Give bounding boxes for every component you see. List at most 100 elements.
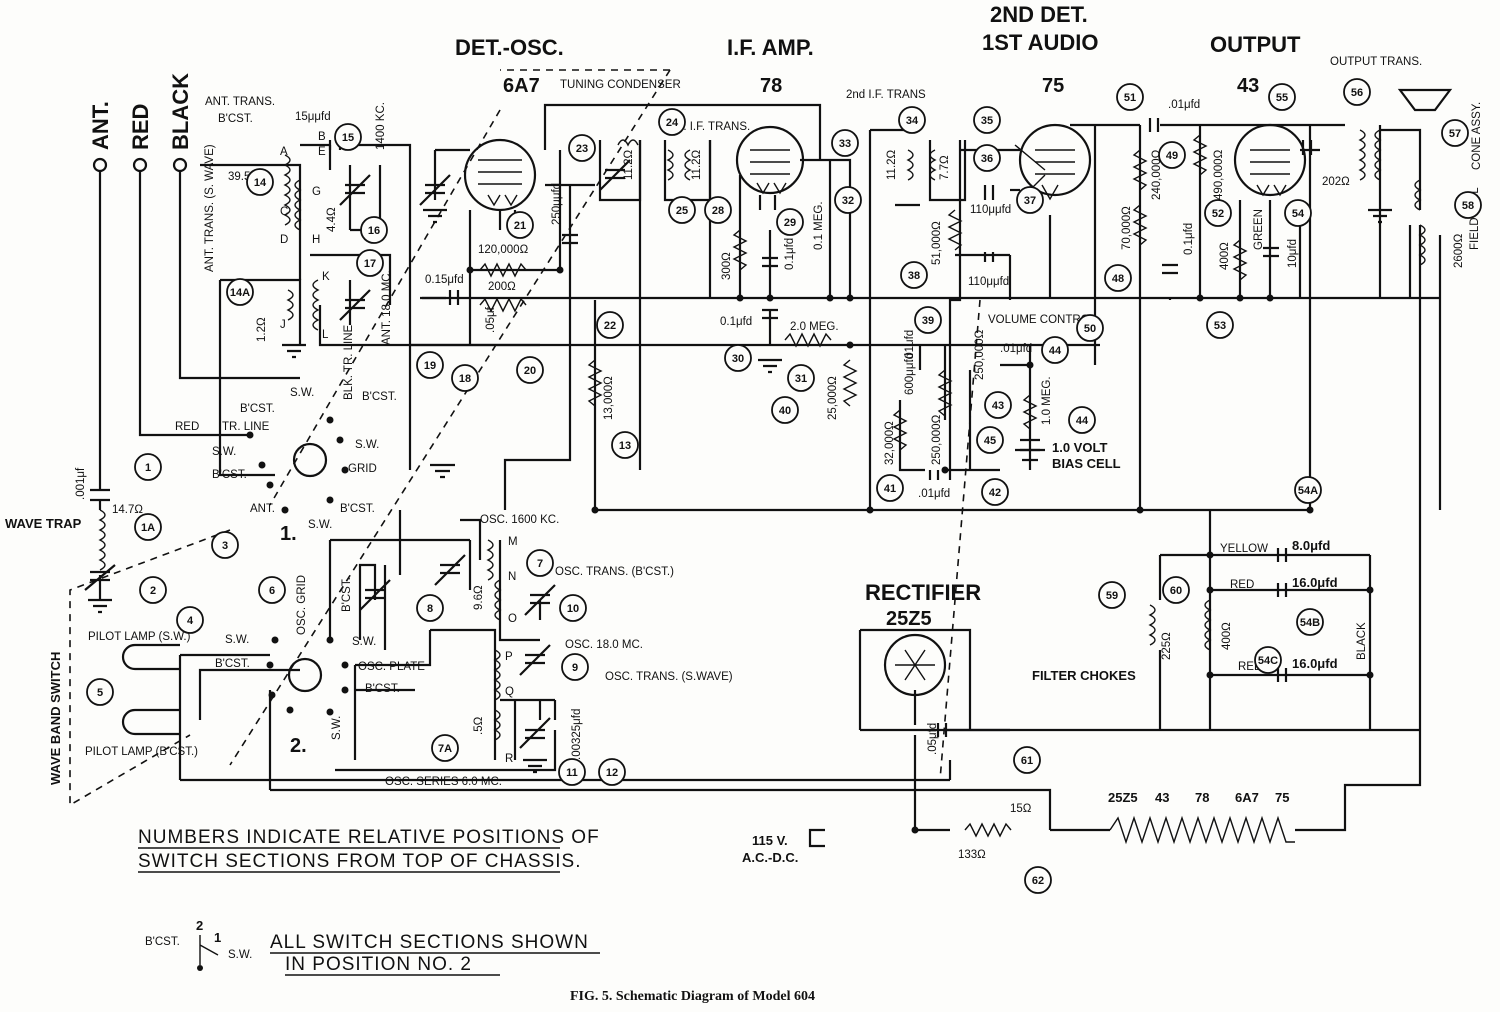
label-bcst-switch2-left: B'CST. bbox=[215, 658, 250, 670]
callout-11: 11 bbox=[558, 758, 586, 786]
label-switch-section-2: 2. bbox=[290, 735, 307, 757]
callout-label: 12 bbox=[606, 767, 618, 779]
label-cap-015: 0.15μfd bbox=[425, 274, 464, 286]
label-r-400b: 400Ω bbox=[1221, 622, 1233, 650]
callout-32: 32 bbox=[834, 186, 862, 214]
callout-12: 12 bbox=[598, 758, 626, 786]
label-osc-plate: OSC. PLATE bbox=[358, 661, 425, 673]
callout-label: 1A bbox=[141, 522, 155, 534]
letter-d: D bbox=[280, 234, 288, 246]
label-cap-05: .05μf bbox=[485, 306, 497, 333]
label-r-2600: 2600Ω bbox=[1453, 233, 1465, 268]
callout-label: 20 bbox=[524, 365, 536, 377]
callout-38: 38 bbox=[900, 261, 928, 289]
callout-label: 14 bbox=[254, 177, 267, 189]
callout-label: 35 bbox=[981, 115, 993, 127]
label-wave-trap: WAVE TRAP bbox=[5, 516, 82, 531]
label-r-1meg: 1.0 MEG. bbox=[1041, 376, 1053, 425]
grounds bbox=[88, 208, 1392, 774]
coil-letters: A C D B E G H J K L M N O P Q R bbox=[280, 131, 518, 765]
callout-31: 31 bbox=[787, 364, 815, 392]
label-grid-switch1: GRID bbox=[348, 463, 377, 475]
note-all-switch-line2: IN POSITION NO. 2 bbox=[285, 954, 472, 975]
tube-78-symbol bbox=[735, 125, 805, 195]
callout-60: 60 bbox=[1162, 576, 1190, 604]
callout-55: 55 bbox=[1268, 83, 1296, 111]
callout-label: 54 bbox=[1292, 208, 1305, 220]
callout-label: 5 bbox=[97, 687, 103, 699]
callout-label: 7 bbox=[537, 558, 543, 570]
label-r-14-7: 14.7Ω bbox=[112, 504, 143, 516]
label-r-70k: 70,000Ω bbox=[1121, 206, 1133, 250]
callout-label: 30 bbox=[732, 353, 744, 365]
label-heater-6a7: 6A7 bbox=[1235, 790, 1259, 805]
label-filter-chokes: FILTER CHOKES bbox=[1032, 668, 1136, 683]
letter-g: G bbox=[312, 186, 321, 198]
label-cone-assy: CONE ASSY. bbox=[1471, 102, 1483, 170]
callout-label: 3 bbox=[222, 540, 228, 552]
tube-label-6a7: 6A7 bbox=[503, 75, 540, 97]
callout-18: 18 bbox=[451, 364, 479, 392]
callout-label: 9 bbox=[572, 662, 578, 674]
callout-35: 35 bbox=[973, 106, 1001, 134]
callout-label: 10 bbox=[567, 603, 579, 615]
label-ant-trans-sw: ANT. TRANS. (S. WAVE) bbox=[204, 144, 216, 272]
label-cap-00325: .00325μfd bbox=[571, 709, 583, 760]
callout-label: 54B bbox=[1300, 617, 1320, 629]
tube-type-labels: 6A7 78 75 43 25Z5 bbox=[503, 75, 1259, 630]
callout-34: 34 bbox=[898, 106, 926, 134]
callout-label: 4 bbox=[187, 615, 194, 627]
letter-a: A bbox=[280, 146, 288, 158]
callout-13: 13 bbox=[611, 431, 639, 459]
note-all-switch-line1: ALL SWITCH SECTIONS SHOWN bbox=[270, 932, 589, 953]
callout-label: 61 bbox=[1021, 755, 1033, 767]
speaker-and-bias-cell bbox=[808, 88, 1453, 848]
callout-10: 10 bbox=[559, 594, 587, 622]
label-sw-switch1-left: S.W. bbox=[212, 446, 236, 458]
tube-25z5-symbol bbox=[883, 633, 947, 697]
callout-59: 59 bbox=[1098, 581, 1126, 609]
letter-o: O bbox=[508, 613, 517, 625]
callout-45: 45 bbox=[976, 426, 1004, 454]
callout-56: 56 bbox=[1343, 78, 1371, 106]
callout-label: 28 bbox=[712, 205, 724, 217]
label-ant-trans: ANT. TRANS. bbox=[205, 96, 275, 108]
callout-label: 34 bbox=[906, 115, 919, 127]
callout-label: 11 bbox=[566, 767, 578, 779]
legend-bcst: B'CST. bbox=[145, 936, 180, 948]
label-r-202: 202Ω bbox=[1322, 176, 1350, 188]
callout-label: 54C bbox=[1258, 655, 1278, 667]
callout-9: 9 bbox=[561, 653, 589, 681]
heading-rectifier: RECTIFIER bbox=[865, 580, 981, 605]
label-cap-01-f: .01μfd bbox=[1168, 99, 1200, 111]
label-cap-01-e: .01μfd bbox=[918, 488, 950, 500]
callout-50: 50 bbox=[1076, 314, 1104, 342]
dashed-linkages bbox=[69, 69, 981, 807]
label-r-400: 400Ω bbox=[1219, 242, 1231, 270]
label-r-4-4: 4.4Ω bbox=[326, 207, 338, 232]
callout-label: 22 bbox=[604, 320, 616, 332]
callout-4: 4 bbox=[176, 606, 204, 634]
letter-h: H bbox=[312, 234, 320, 246]
label-heater-78: 78 bbox=[1195, 790, 1209, 805]
tube-label-78: 78 bbox=[760, 75, 782, 97]
callout-label: 59 bbox=[1106, 590, 1118, 602]
callout-label: 52 bbox=[1212, 208, 1224, 220]
tube-43-symbol bbox=[1233, 123, 1307, 197]
label-osc-18: OSC. 18.0 MC. bbox=[565, 639, 643, 651]
label-osc-grid: OSC. GRID bbox=[296, 575, 308, 635]
callout-label: 2 bbox=[150, 585, 156, 597]
tube-label-75: 75 bbox=[1042, 75, 1064, 97]
label-output-trans: OUTPUT TRANS. bbox=[1330, 56, 1422, 68]
label-r-2meg: 2.0 MEG. bbox=[790, 321, 839, 333]
callout-label: 41 bbox=[884, 483, 896, 495]
letter-k: K bbox=[322, 271, 330, 283]
callout-40: 40 bbox=[771, 396, 799, 424]
label-heater-43: 43 bbox=[1155, 790, 1169, 805]
terminal-label-red: RED bbox=[128, 104, 153, 150]
label-r-1-2: 1.2Ω bbox=[256, 317, 268, 342]
label-blk-tr-line: BLK. TR. LINE bbox=[343, 324, 355, 400]
label-sw-switch1-top: S.W. bbox=[290, 387, 314, 399]
